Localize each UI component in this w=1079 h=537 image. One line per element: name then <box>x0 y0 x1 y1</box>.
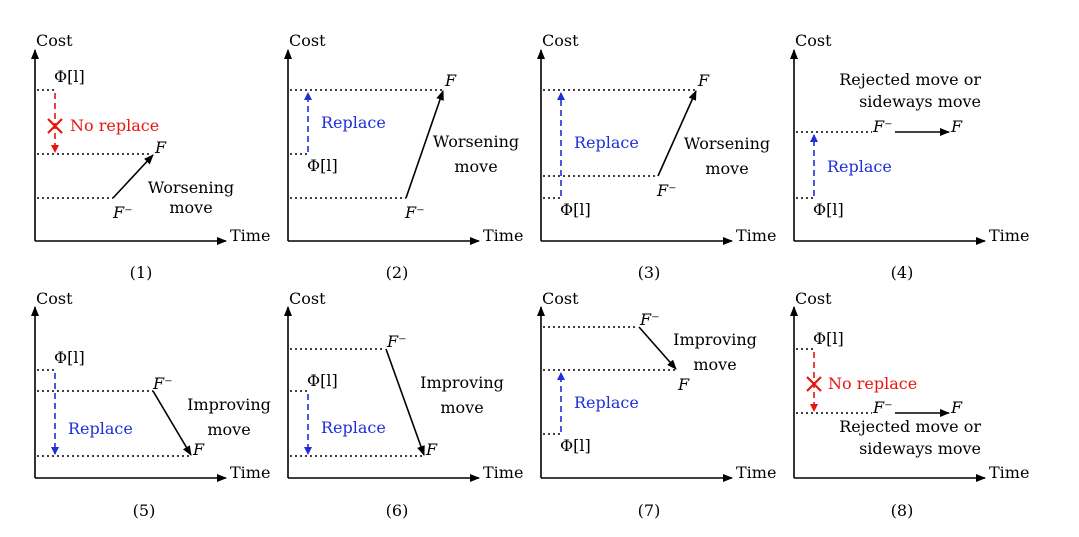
action-label: No replace <box>828 374 917 393</box>
move-arrow <box>112 154 154 199</box>
fminus-label: F⁻ <box>386 332 407 351</box>
x-axis-label: Time <box>230 226 270 245</box>
panel-caption: (1) <box>130 263 153 282</box>
move-arrow <box>638 326 677 370</box>
y-axis-label: Cost <box>542 289 579 308</box>
y-axis-label: Cost <box>542 31 579 50</box>
phi-label: Φ[l] <box>560 200 591 219</box>
f-label: F <box>697 71 710 90</box>
action-label: Replace <box>827 157 892 176</box>
fminus-label: F⁻ <box>872 398 893 417</box>
y-axis-label: Cost <box>36 31 73 50</box>
y-axis-label: Cost <box>289 289 326 308</box>
x-axis-label: Time <box>736 463 776 482</box>
cross-icon <box>47 118 63 134</box>
fminus-label: F⁻ <box>152 374 173 393</box>
phi-label: Φ[l] <box>307 156 338 175</box>
y-axis-label: Cost <box>36 289 73 308</box>
move-arrow <box>405 90 444 199</box>
panel-4: Cost Time Replace Φ[l] F F⁻ Rejected mov… <box>790 31 1029 282</box>
action-label: Replace <box>574 133 639 152</box>
f-label: F <box>425 440 438 459</box>
phi-label: Φ[l] <box>813 200 844 219</box>
panel-caption: (2) <box>386 263 409 282</box>
f-label: F <box>154 138 167 157</box>
f-label: F <box>950 117 963 136</box>
fminus-label: F⁻ <box>656 181 677 200</box>
phi-label: Φ[l] <box>560 436 591 455</box>
f-label: F <box>950 398 963 417</box>
fminus-label: F⁻ <box>872 117 893 136</box>
panel-caption: (5) <box>133 501 156 520</box>
move-arrow <box>657 90 697 177</box>
phi-label: Φ[l] <box>307 371 338 390</box>
phi-label: Φ[l] <box>813 329 844 348</box>
panel-8: Cost Time No replace Φ[l] F F⁻ Rejected … <box>790 289 1029 520</box>
panel-caption: (4) <box>891 263 914 282</box>
x-axis-label: Time <box>483 226 523 245</box>
fminus-label: F⁻ <box>112 203 133 222</box>
move-arrow <box>152 390 192 456</box>
fminus-label: F⁻ <box>639 310 660 329</box>
x-axis-label: Time <box>989 226 1029 245</box>
action-label: Replace <box>574 393 639 412</box>
action-label: Replace <box>321 113 386 132</box>
cross-icon <box>806 376 822 392</box>
panel-caption: (7) <box>638 501 661 520</box>
y-axis-label: Cost <box>795 289 832 308</box>
panel-caption: (3) <box>638 263 661 282</box>
x-axis-label: Time <box>230 463 270 482</box>
x-axis-label: Time <box>989 463 1029 482</box>
move-arrow <box>385 348 425 456</box>
action-label: Replace <box>321 418 386 437</box>
panel-1: Cost Time No replace Φ[l] F F⁻ Worsening… <box>31 31 270 282</box>
x-axis-label: Time <box>483 463 523 482</box>
f-label: F <box>444 71 457 90</box>
fminus-label: F⁻ <box>404 203 425 222</box>
y-axis-label: Cost <box>795 31 832 50</box>
panel-caption: (8) <box>891 501 914 520</box>
phi-label: Φ[l] <box>54 67 85 86</box>
f-label: F <box>192 440 205 459</box>
f-label: F <box>677 375 690 394</box>
panel-caption: (6) <box>386 501 409 520</box>
y-axis-label: Cost <box>289 31 326 50</box>
phi-label: Φ[l] <box>54 348 85 367</box>
x-axis-label: Time <box>736 226 776 245</box>
action-label: No replace <box>70 116 159 135</box>
action-label: Replace <box>68 419 133 438</box>
